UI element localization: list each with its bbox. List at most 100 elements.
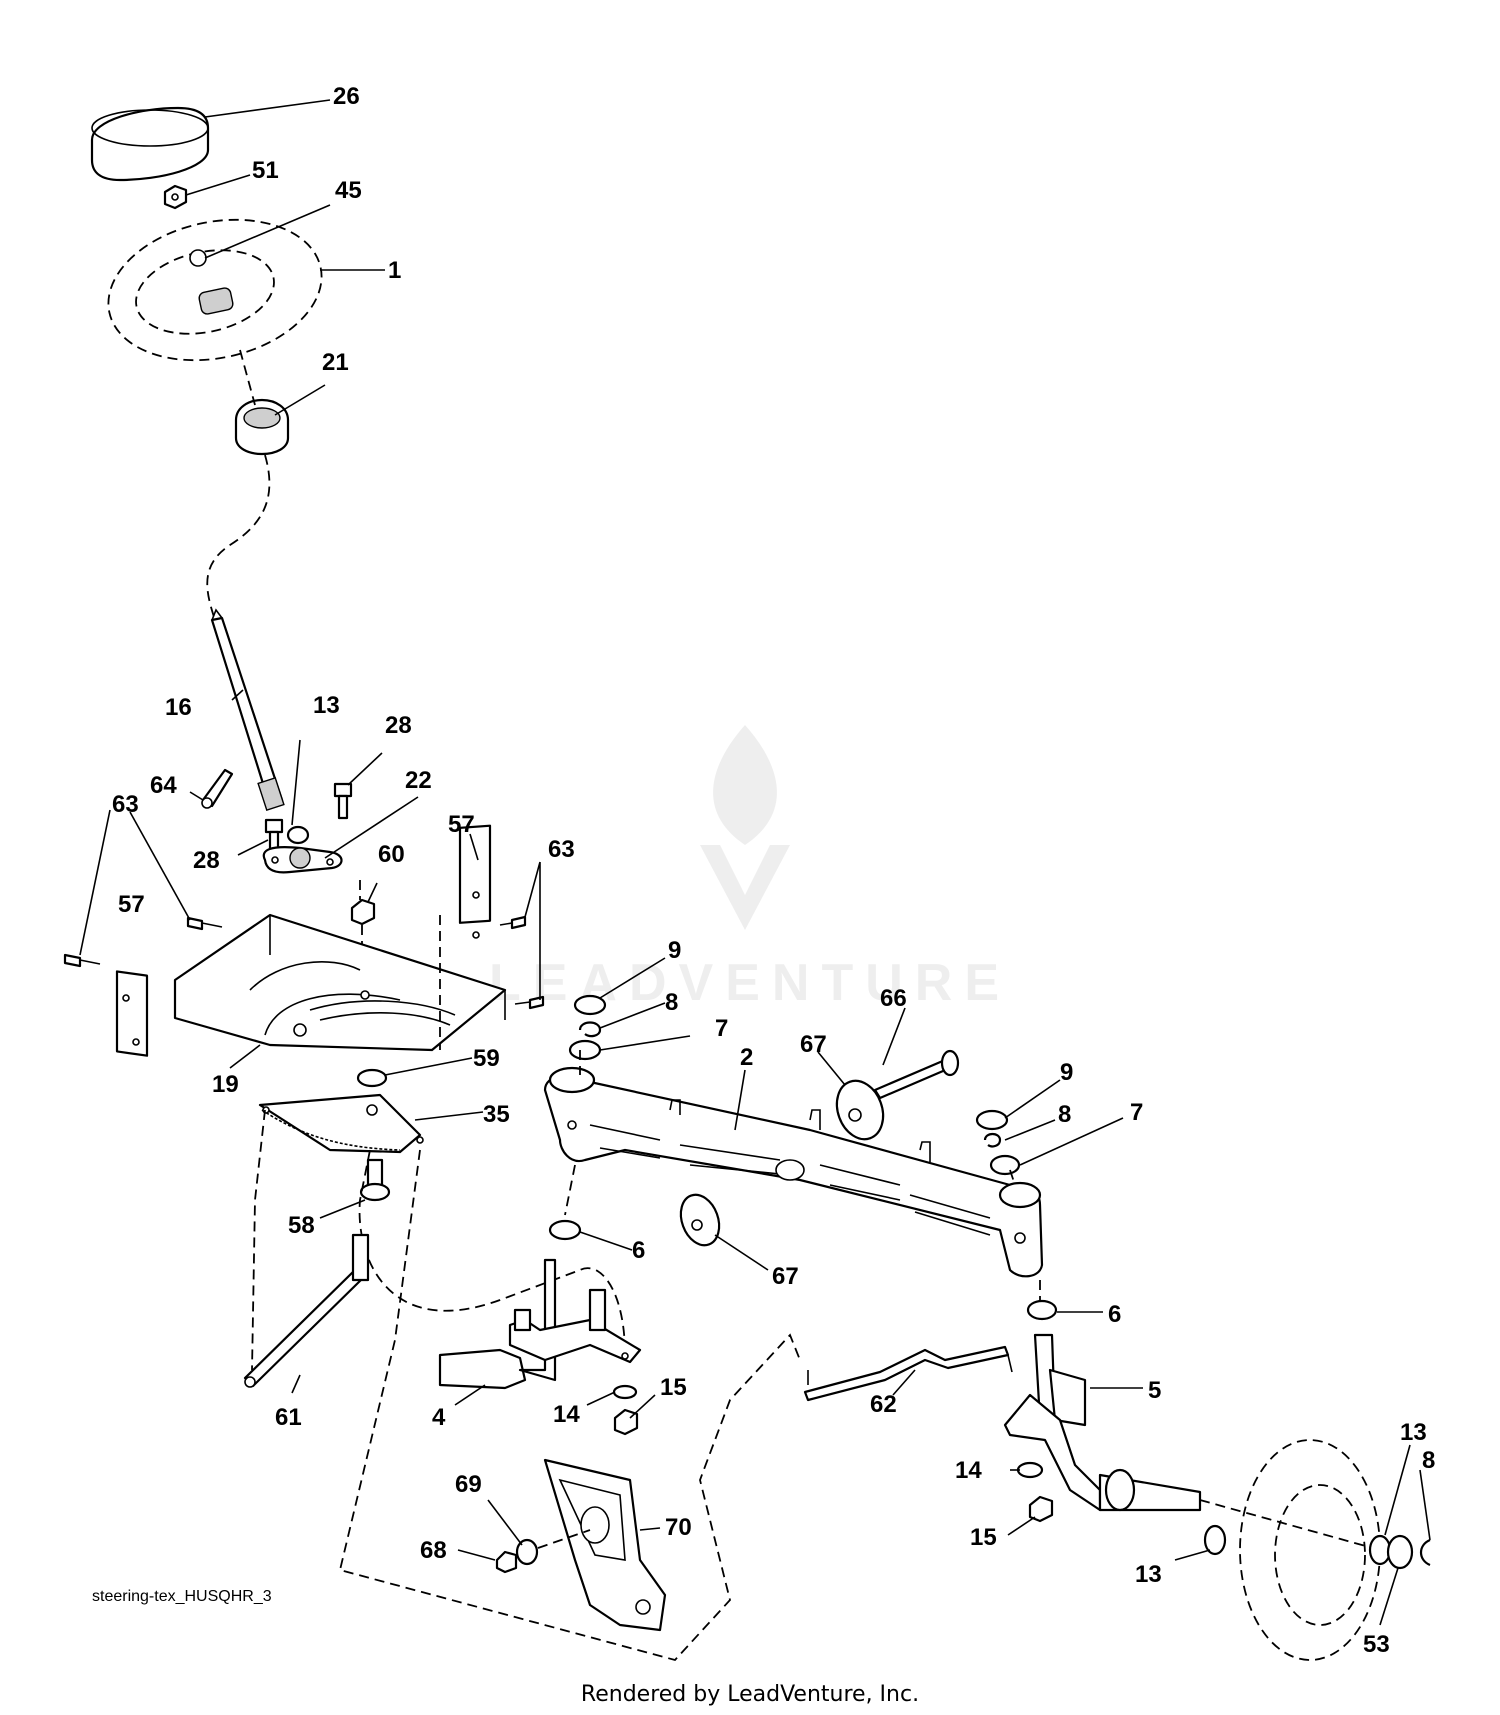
part-15-nut-right <box>1028 1495 1054 1523</box>
callout-67-bottom: 67 <box>772 1263 799 1290</box>
callout-22: 22 <box>405 767 432 794</box>
callout-19: 19 <box>212 1071 239 1098</box>
callout-51: 51 <box>252 157 279 184</box>
callout-66: 66 <box>880 985 907 1012</box>
callout-14-right: 14 <box>955 1457 982 1484</box>
callout-8-wheel: 8 <box>1422 1447 1435 1474</box>
callout-8-left: 8 <box>665 989 678 1016</box>
callout-13-wheel-right: 13 <box>1400 1419 1427 1446</box>
callout-16: 16 <box>165 694 192 721</box>
callout-69: 69 <box>455 1471 482 1498</box>
callout-28-top: 28 <box>385 712 412 739</box>
part-6-bushing-left <box>548 1219 582 1241</box>
callout-8-right: 8 <box>1058 1101 1071 1128</box>
callout-28-left: 28 <box>193 847 220 874</box>
callout-2: 2 <box>740 1044 753 1071</box>
callout-62: 62 <box>870 1391 897 1418</box>
part-9-cap-left <box>573 994 607 1016</box>
watermark-text: LEADVENTURE <box>489 954 1011 1012</box>
callout-57-right: 57 <box>448 811 475 838</box>
part-13-washer-a <box>286 825 310 845</box>
part-5-spindle-right <box>1003 1333 1202 1512</box>
leader-lines <box>79 99 1431 1626</box>
callout-68: 68 <box>420 1537 447 1564</box>
callout-70: 70 <box>665 1514 692 1541</box>
part-57-plate-left <box>115 970 149 1057</box>
part-14-washer-right <box>1016 1461 1044 1479</box>
diagram-code-label: steering-tex_HUSQHR_3 <box>92 1588 272 1605</box>
callout-58: 58 <box>288 1212 315 1239</box>
part-4-spindle-left <box>438 1258 642 1390</box>
callout-15-right: 15 <box>970 1524 997 1551</box>
part-59-washer <box>356 1068 388 1088</box>
callout-7-left: 7 <box>715 1015 728 1042</box>
part-35-sector-gear <box>258 1093 424 1154</box>
part-6-bushing-right <box>1026 1299 1058 1321</box>
callout-15-left: 15 <box>660 1374 687 1401</box>
callout-9-right: 9 <box>1060 1059 1073 1086</box>
part-53-washer <box>1386 1534 1414 1570</box>
callout-7-right: 7 <box>1130 1099 1143 1126</box>
callout-45: 45 <box>335 177 362 204</box>
part-7-washer-left <box>568 1039 602 1061</box>
gear-link-dash <box>251 1109 801 1662</box>
callout-61: 61 <box>275 1404 302 1431</box>
part-63-bolts <box>63 915 545 1010</box>
part-8-ring-left <box>578 1021 602 1038</box>
part-8-ring-right <box>983 1132 1002 1148</box>
callout-63-right: 63 <box>548 836 575 863</box>
part-58-shoulder-bolt <box>359 1158 391 1202</box>
part-61-drag-link <box>243 1233 370 1388</box>
axle-left-dash <box>564 1050 581 1216</box>
part-51-nut <box>163 184 188 210</box>
callout-26: 26 <box>333 83 360 110</box>
callout-67-top: 67 <box>800 1031 827 1058</box>
part-7-washer-right <box>989 1154 1021 1176</box>
part-13-washer-b <box>1203 1524 1227 1556</box>
callout-13-wheel-left: 13 <box>1135 1561 1162 1588</box>
part-14-washer-left <box>612 1384 638 1400</box>
callout-14-left: 14 <box>553 1401 580 1428</box>
part-68-bolt <box>495 1529 591 1574</box>
part-60-nut <box>350 880 376 960</box>
part-66-pivot-bolt <box>873 1049 960 1100</box>
part-67-spacer-bottom <box>679 1193 721 1247</box>
axle-right-dash <box>1009 1169 1041 1300</box>
callout-13-top: 13 <box>313 692 340 719</box>
part-57-plate-right <box>458 824 492 939</box>
callout-5: 5 <box>1148 1377 1161 1404</box>
part-70-bracket <box>543 1458 667 1632</box>
callout-labels: 26 51 45 1 21 16 13 28 64 22 63 28 57 60… <box>112 83 1435 1658</box>
callout-64: 64 <box>150 772 177 799</box>
callout-57-left: 57 <box>118 891 145 918</box>
part-9-cap-right <box>975 1109 1009 1131</box>
leadventure-watermark: LEADVENTURE <box>489 725 1011 1012</box>
part-64-clip <box>201 768 234 809</box>
part-16-steering-shaft <box>210 608 285 811</box>
part-22-bearing-flange <box>262 846 343 874</box>
part-21-adapter <box>234 398 290 456</box>
callout-60: 60 <box>378 841 405 868</box>
part-62-tie-rod <box>803 1345 1013 1402</box>
callout-6-left: 6 <box>632 1237 645 1264</box>
callout-21: 21 <box>322 349 349 376</box>
front-wheel <box>1199 1439 1381 1661</box>
part-19-steering-bracket <box>173 913 507 1052</box>
callout-1: 1 <box>388 257 401 284</box>
part-67-spacer-top <box>835 1079 885 1141</box>
callout-4: 4 <box>432 1404 446 1431</box>
callout-9-left: 9 <box>668 937 681 964</box>
part-26-cap <box>90 106 210 182</box>
callout-35: 35 <box>483 1101 510 1128</box>
callout-53: 53 <box>1363 1631 1390 1658</box>
callout-63-left: 63 <box>112 791 139 818</box>
part-28-bolt-b <box>333 782 353 820</box>
part-8-ring-wheel <box>1419 1538 1431 1567</box>
part-2-front-axle <box>543 1066 1044 1278</box>
footer-credit: Rendered by LeadVenture, Inc. <box>580 1682 920 1707</box>
callout-6-right: 6 <box>1108 1301 1121 1328</box>
part-69-washer <box>515 1538 539 1566</box>
column-path-dash <box>206 349 271 621</box>
callout-59: 59 <box>473 1045 500 1072</box>
